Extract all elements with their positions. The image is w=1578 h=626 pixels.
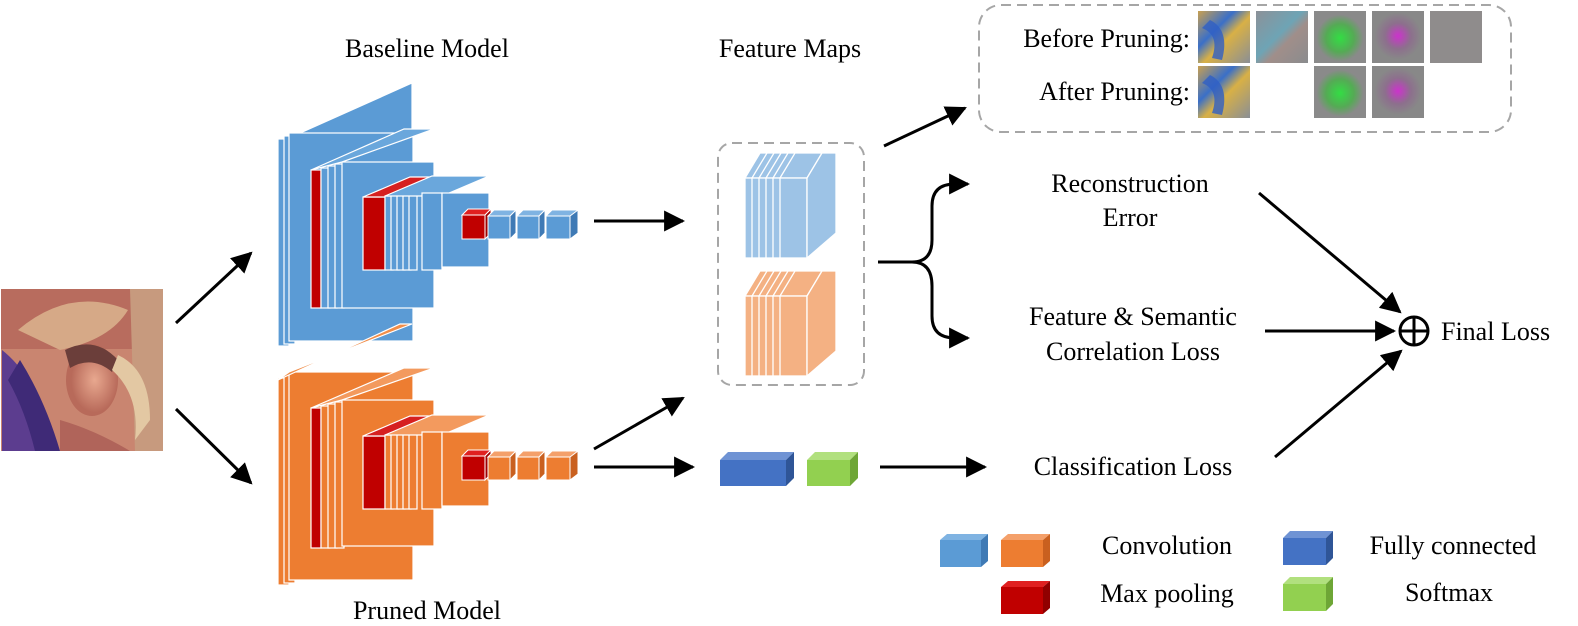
filter-tile (1198, 66, 1250, 118)
filter-tile (1314, 66, 1366, 118)
feature-maps-pruned (743, 270, 837, 378)
legend: Convolution Max pooling Fully connected … (940, 531, 1536, 614)
reconstruction-error-line2: Error (1103, 203, 1158, 232)
after-pruning-label: After Pruning: (1039, 77, 1190, 106)
reconstruction-error-line1: Reconstruction (1051, 169, 1208, 198)
arrow-to-baseline (174, 251, 253, 325)
baseline-model-stack (277, 82, 580, 347)
arrow-to-pruned (174, 407, 253, 485)
arrow-features-to-filters (883, 106, 967, 148)
feature-maps-title: Feature Maps (719, 34, 861, 63)
legend-fc-label: Fully connected (1370, 531, 1537, 560)
legend-softmax-label: Softmax (1405, 578, 1493, 607)
legend-maxpool-label: Max pooling (1100, 579, 1234, 608)
arrow-classification-to-final (1274, 349, 1403, 459)
sum-icon (1398, 315, 1430, 347)
correlation-loss-line2: Correlation Loss (1046, 337, 1220, 366)
filter-comparison-box (978, 4, 1512, 133)
pruned-model-title: Pruned Model (353, 596, 501, 625)
legend-fc-swatch (1283, 531, 1333, 565)
feature-maps-box (717, 142, 865, 386)
legend-convolution-label: Convolution (1102, 531, 1232, 560)
filter-tile (1430, 11, 1482, 63)
arrow-reconstruction-to-final (1258, 191, 1402, 314)
filter-tile (1372, 11, 1424, 63)
legend-maxpool-swatch (1001, 581, 1050, 614)
baseline-model-title: Baseline Model (345, 34, 509, 63)
pruned-model-stack (277, 323, 580, 586)
filters-after-row (1198, 66, 1424, 118)
filter-tile (1256, 11, 1308, 63)
feature-maps-baseline (743, 152, 837, 260)
classification-loss-label: Classification Loss (1034, 452, 1233, 481)
legend-conv-blue-swatch (940, 534, 988, 567)
output-softmax-cube (807, 452, 858, 486)
filter-tile (1314, 11, 1366, 63)
legend-softmax-swatch (1283, 577, 1333, 611)
brace-arrows (878, 173, 971, 349)
filter-tile (1198, 11, 1250, 63)
correlation-loss-line1: Feature & Semantic (1029, 302, 1237, 331)
filters-before-row (1198, 11, 1482, 63)
final-loss-label: Final Loss (1441, 317, 1550, 346)
output-fc-cube (720, 452, 794, 486)
input-image (1, 289, 163, 451)
before-pruning-label: Before Pruning: (1023, 24, 1190, 53)
legend-conv-orange-swatch (1001, 534, 1050, 567)
arrow-pruned-to-features (593, 396, 685, 451)
filter-tile (1372, 66, 1424, 118)
